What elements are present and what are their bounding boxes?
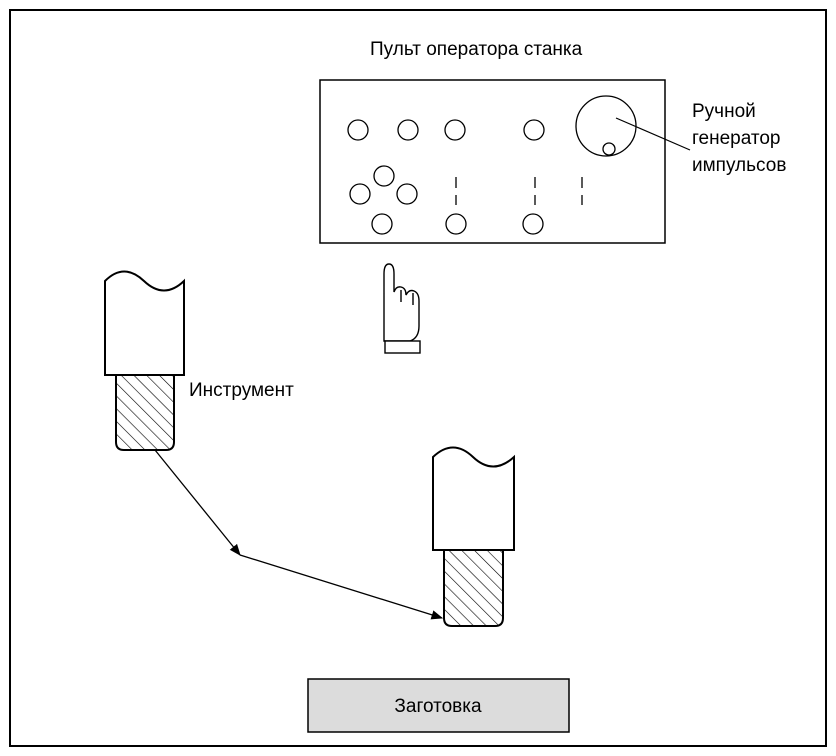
panel-button: [396, 183, 418, 205]
operator-panel: [319, 79, 666, 244]
workpiece-box: [307, 678, 570, 733]
switch-indicators: [455, 177, 583, 205]
path-segment-2: [239, 554, 444, 620]
tool-target: [432, 446, 515, 627]
panel-button: [373, 165, 395, 187]
panel-button: [523, 119, 545, 141]
handwheel-icon: [575, 95, 637, 157]
handwheel-label-2: генератор: [692, 128, 780, 149]
pointing-hand-icon: [383, 263, 421, 354]
panel-button: [522, 213, 544, 235]
panel-button: [445, 213, 467, 235]
panel-button: [349, 183, 371, 205]
panel-title: Пульт оператора станка: [370, 39, 583, 60]
panel-button: [371, 213, 393, 235]
handwheel-label-3: импульсов: [692, 155, 786, 176]
panel-button: [347, 119, 369, 141]
path-segment-1: [154, 449, 241, 556]
panel-button: [444, 119, 466, 141]
tool-label: Инструмент: [189, 380, 294, 401]
tool-initial: [104, 270, 185, 451]
workpiece-label: Заготовка: [394, 696, 482, 717]
outer-frame: [9, 9, 827, 747]
panel-button: [397, 119, 419, 141]
handwheel-leader: [615, 117, 691, 151]
handwheel-label-1: Ручной: [692, 101, 756, 122]
